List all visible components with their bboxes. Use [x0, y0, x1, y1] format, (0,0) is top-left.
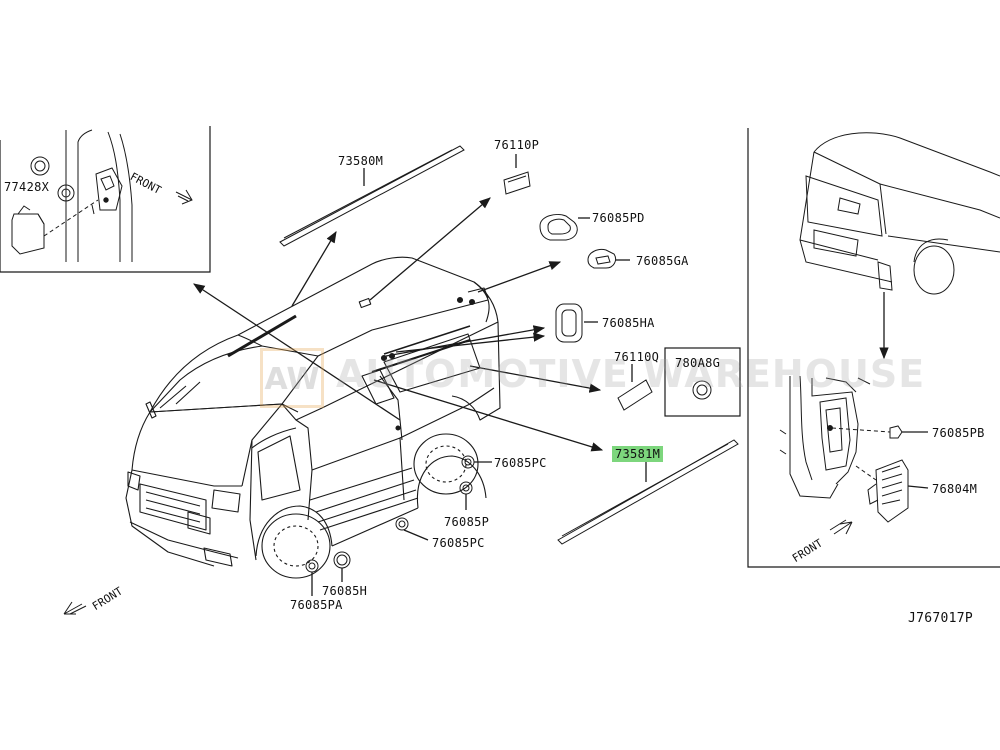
part-label-76085pc-lower[interactable]: 76085PC: [432, 536, 485, 550]
part-label-76110q[interactable]: 76110Q: [614, 350, 660, 364]
part-label-73581m[interactable]: 73581M: [612, 446, 664, 462]
inset-left-pillar-drawing: [30, 129, 133, 262]
part-77428x-cap-drawing: [11, 199, 99, 255]
grommet-parts-drawing: [305, 455, 475, 573]
part-label-76110p[interactable]: 76110P: [494, 138, 540, 152]
leader-76085pc-b: [403, 529, 429, 541]
arrow-to-76085ga: [477, 261, 562, 293]
drawing-id: J767017P: [908, 611, 974, 626]
part-label-76085pa[interactable]: 76085PA: [290, 598, 343, 612]
part-76804m-drawing: [855, 459, 909, 523]
arrow-to-76085ha-b: [395, 332, 546, 353]
part-label-76085pd[interactable]: 76085PD: [592, 211, 645, 225]
part-76085ha-drawing: [555, 303, 583, 343]
part-label-76085ha[interactable]: 76085HA: [602, 316, 655, 330]
part-73580m-molding-drawing: [279, 145, 465, 247]
front-arrow-inset-right-icon: [829, 519, 853, 535]
front-arrow-main-icon: [63, 601, 87, 615]
part-label-76085pc-upper[interactable]: 76085PC: [494, 456, 547, 470]
part-76110p-drawing: [503, 171, 531, 195]
watermark-text: AUTOMOTIVE WAREHOUSE: [336, 352, 926, 396]
inset-right-lower-panel-drawing: [779, 375, 903, 499]
inset-mid-frame: [664, 347, 741, 417]
arrow-to-73581m: [373, 379, 604, 452]
part-label-76804m[interactable]: 76804M: [932, 482, 978, 496]
part-76085ga-drawing: [587, 249, 617, 269]
watermark-logo: AW: [260, 348, 324, 408]
van-body-drawing: [125, 256, 501, 579]
part-780a8g-drawing: [692, 380, 712, 400]
part-label-76085p[interactable]: 76085P: [444, 515, 490, 529]
part-76110q-drawing: [617, 379, 653, 411]
part-label-76085ga[interactable]: 76085GA: [636, 254, 689, 268]
leader-76804m: [907, 485, 929, 489]
inset-right-van-rear-drawing: [799, 132, 1000, 295]
inset-right-frame: [747, 128, 1000, 568]
part-label-780a8g[interactable]: 780A8G: [675, 356, 721, 370]
callout-lines: [193, 154, 929, 596]
arrow-to-73580m: [291, 230, 337, 307]
part-76085pd-drawing: [539, 213, 578, 241]
inset-left-frame: [0, 126, 211, 273]
arrow-to-inset-left: [193, 283, 401, 421]
arrow-to-76110p: [369, 197, 491, 301]
arrow-to-76110q: [469, 365, 602, 393]
front-arrow-inset-left-icon: [175, 189, 193, 205]
part-label-76085h[interactable]: 76085H: [322, 584, 368, 598]
part-label-77428x[interactable]: 77428X: [4, 180, 50, 194]
part-73581m-molding-drawing: [557, 439, 739, 545]
part-label-76085pb[interactable]: 76085PB: [932, 426, 985, 440]
part-label-73580m[interactable]: 73580M: [338, 154, 384, 168]
arrow-to-76085ha-a: [385, 325, 546, 357]
